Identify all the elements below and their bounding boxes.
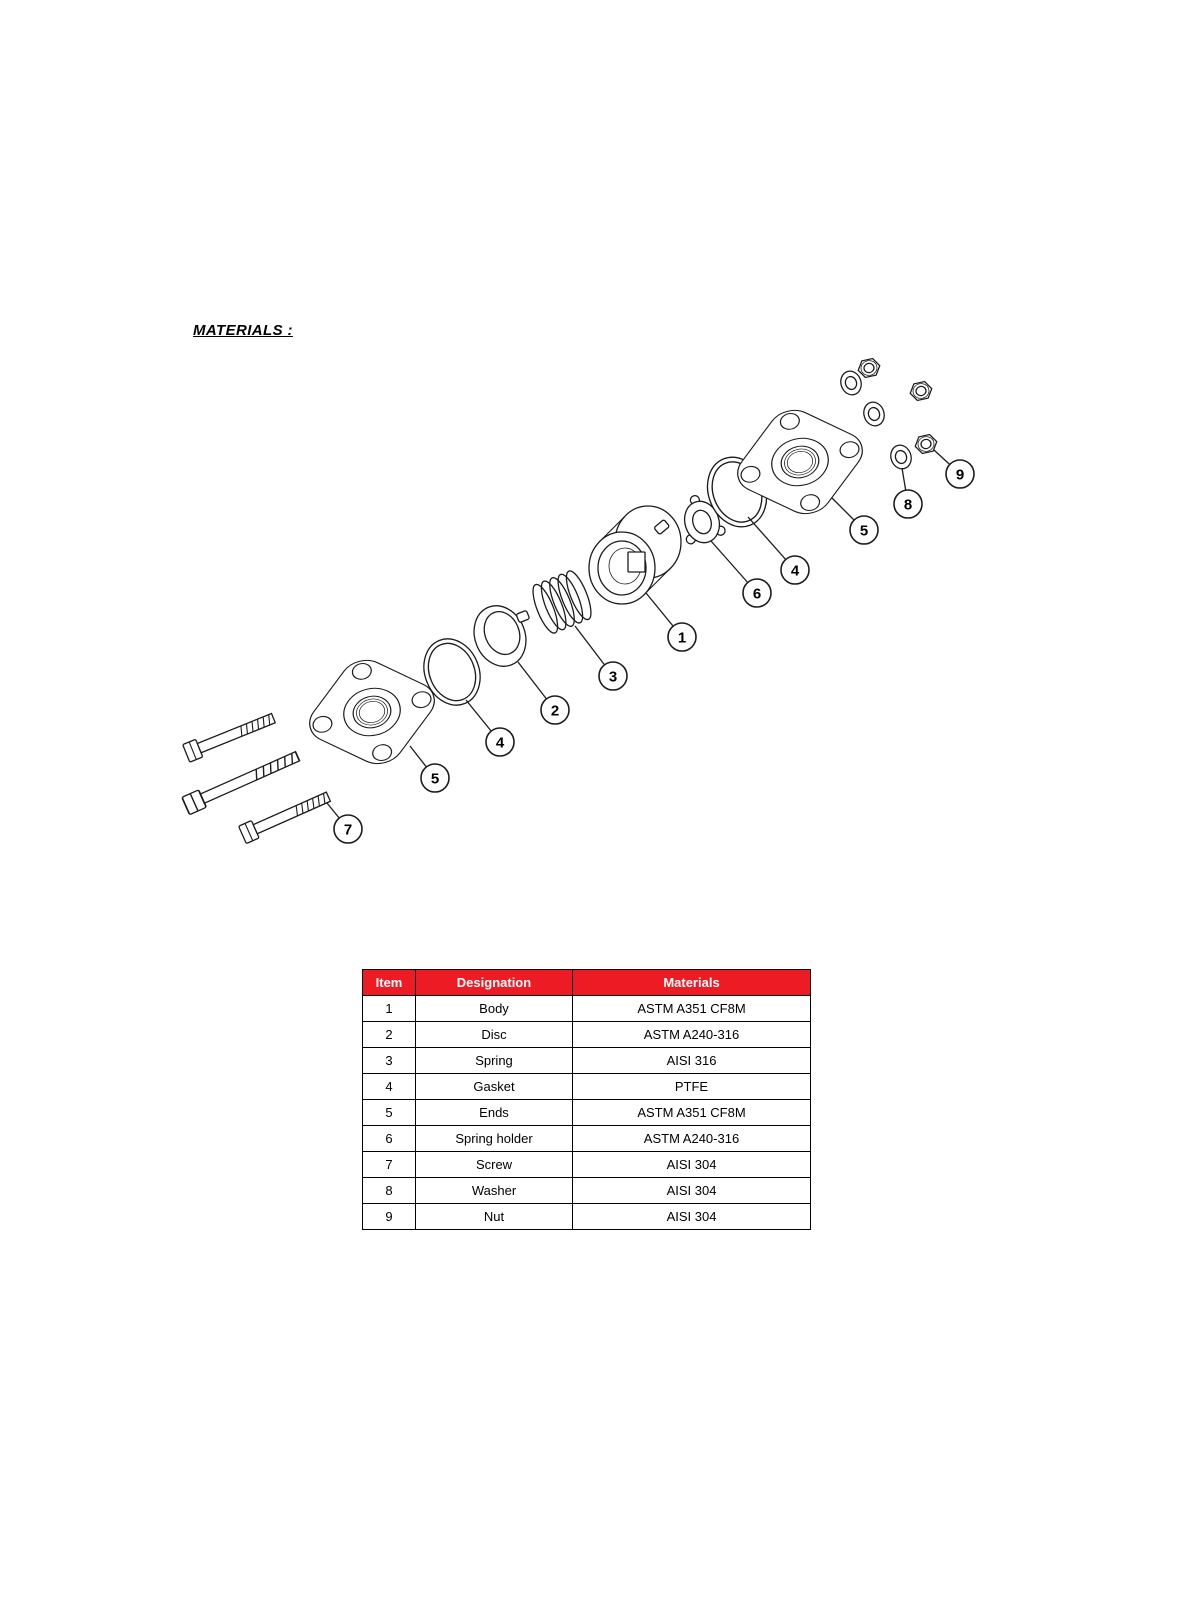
callout-2: 2 [517,661,570,725]
callout-circle [540,695,570,725]
table-cell: ASTM A240-316 [572,1125,811,1152]
table-cell: AISI 304 [572,1203,811,1230]
table-cell: Body [415,995,573,1022]
callout-circle [780,555,810,585]
materials-heading: MATERIALS : [193,322,293,339]
table-cell: 4 [362,1073,416,1100]
callout-circle [849,515,879,545]
spring-holder [683,494,726,545]
parts-layer [181,356,940,845]
table-cell: 2 [362,1021,416,1048]
callout-number: 5 [431,771,439,788]
callout-number: 8 [904,497,912,514]
callout-number: 1 [678,630,686,647]
callout-number: 9 [956,467,964,484]
callout-3: 3 [574,625,628,691]
callout-5: 5 [409,745,450,793]
table-cell: ASTM A240-316 [572,1021,811,1048]
callout-number: 5 [860,523,868,540]
spring [532,570,592,634]
washer-2 [860,398,888,430]
washer-3 [887,441,915,473]
table-cell: AISI 304 [572,1177,811,1204]
table-cell: Nut [415,1203,573,1230]
callout-4: 4 [465,699,515,757]
callout-number: 3 [609,669,617,686]
callout-circle [333,814,363,844]
table-cell: Spring holder [415,1125,573,1152]
nut-1 [855,356,883,380]
screw-1 [182,708,278,763]
callout-4: 4 [747,516,810,585]
callout-number: 4 [496,735,505,752]
callout-1: 1 [645,592,697,652]
table-cell: PTFE [572,1073,811,1100]
disc [473,605,530,667]
table-cell: Gasket [415,1073,573,1100]
callout-circle [598,661,628,691]
callout-7: 7 [326,802,363,844]
table-cell: 8 [362,1177,416,1204]
table-cell: Screw [415,1151,573,1178]
valve-body [588,505,682,605]
callout-circle [667,622,697,652]
nut-2 [907,379,935,403]
table-cell: Ends [415,1099,573,1126]
table-cell: 6 [362,1125,416,1152]
callout-layer: 7 5 4 2 3 1 6 4 5 8 9 [326,449,975,844]
callout-circle [893,489,923,519]
table-cell: AISI 304 [572,1151,811,1178]
table-cell: ASTM A351 CF8M [572,1099,811,1126]
table-cell: 9 [362,1203,416,1230]
callout-circle [742,578,772,608]
materials-table-header: Designation [415,969,573,996]
callout-number: 7 [344,822,352,839]
callout-number: 2 [551,703,559,720]
callout-circle [420,763,450,793]
table-cell: Washer [415,1177,573,1204]
callout-number: 6 [753,586,761,603]
callout-8: 8 [893,467,923,519]
table-cell: ASTM A351 CF8M [572,995,811,1022]
table-cell: 1 [362,995,416,1022]
table-cell: 7 [362,1151,416,1178]
table-cell: Spring [415,1047,573,1074]
screw-3 [237,787,333,845]
materials-table-header: Materials [572,969,811,996]
table-cell: 5 [362,1099,416,1126]
table-cell: AISI 316 [572,1047,811,1074]
callout-number: 4 [791,563,800,580]
callout-5: 5 [831,497,879,545]
callout-circle [485,727,515,757]
callout-9: 9 [933,449,975,489]
table-cell: Disc [415,1021,573,1048]
materials-table-header: Item [362,969,416,996]
callout-circle [945,459,975,489]
callout-6: 6 [710,540,772,608]
table-cell: 3 [362,1047,416,1074]
